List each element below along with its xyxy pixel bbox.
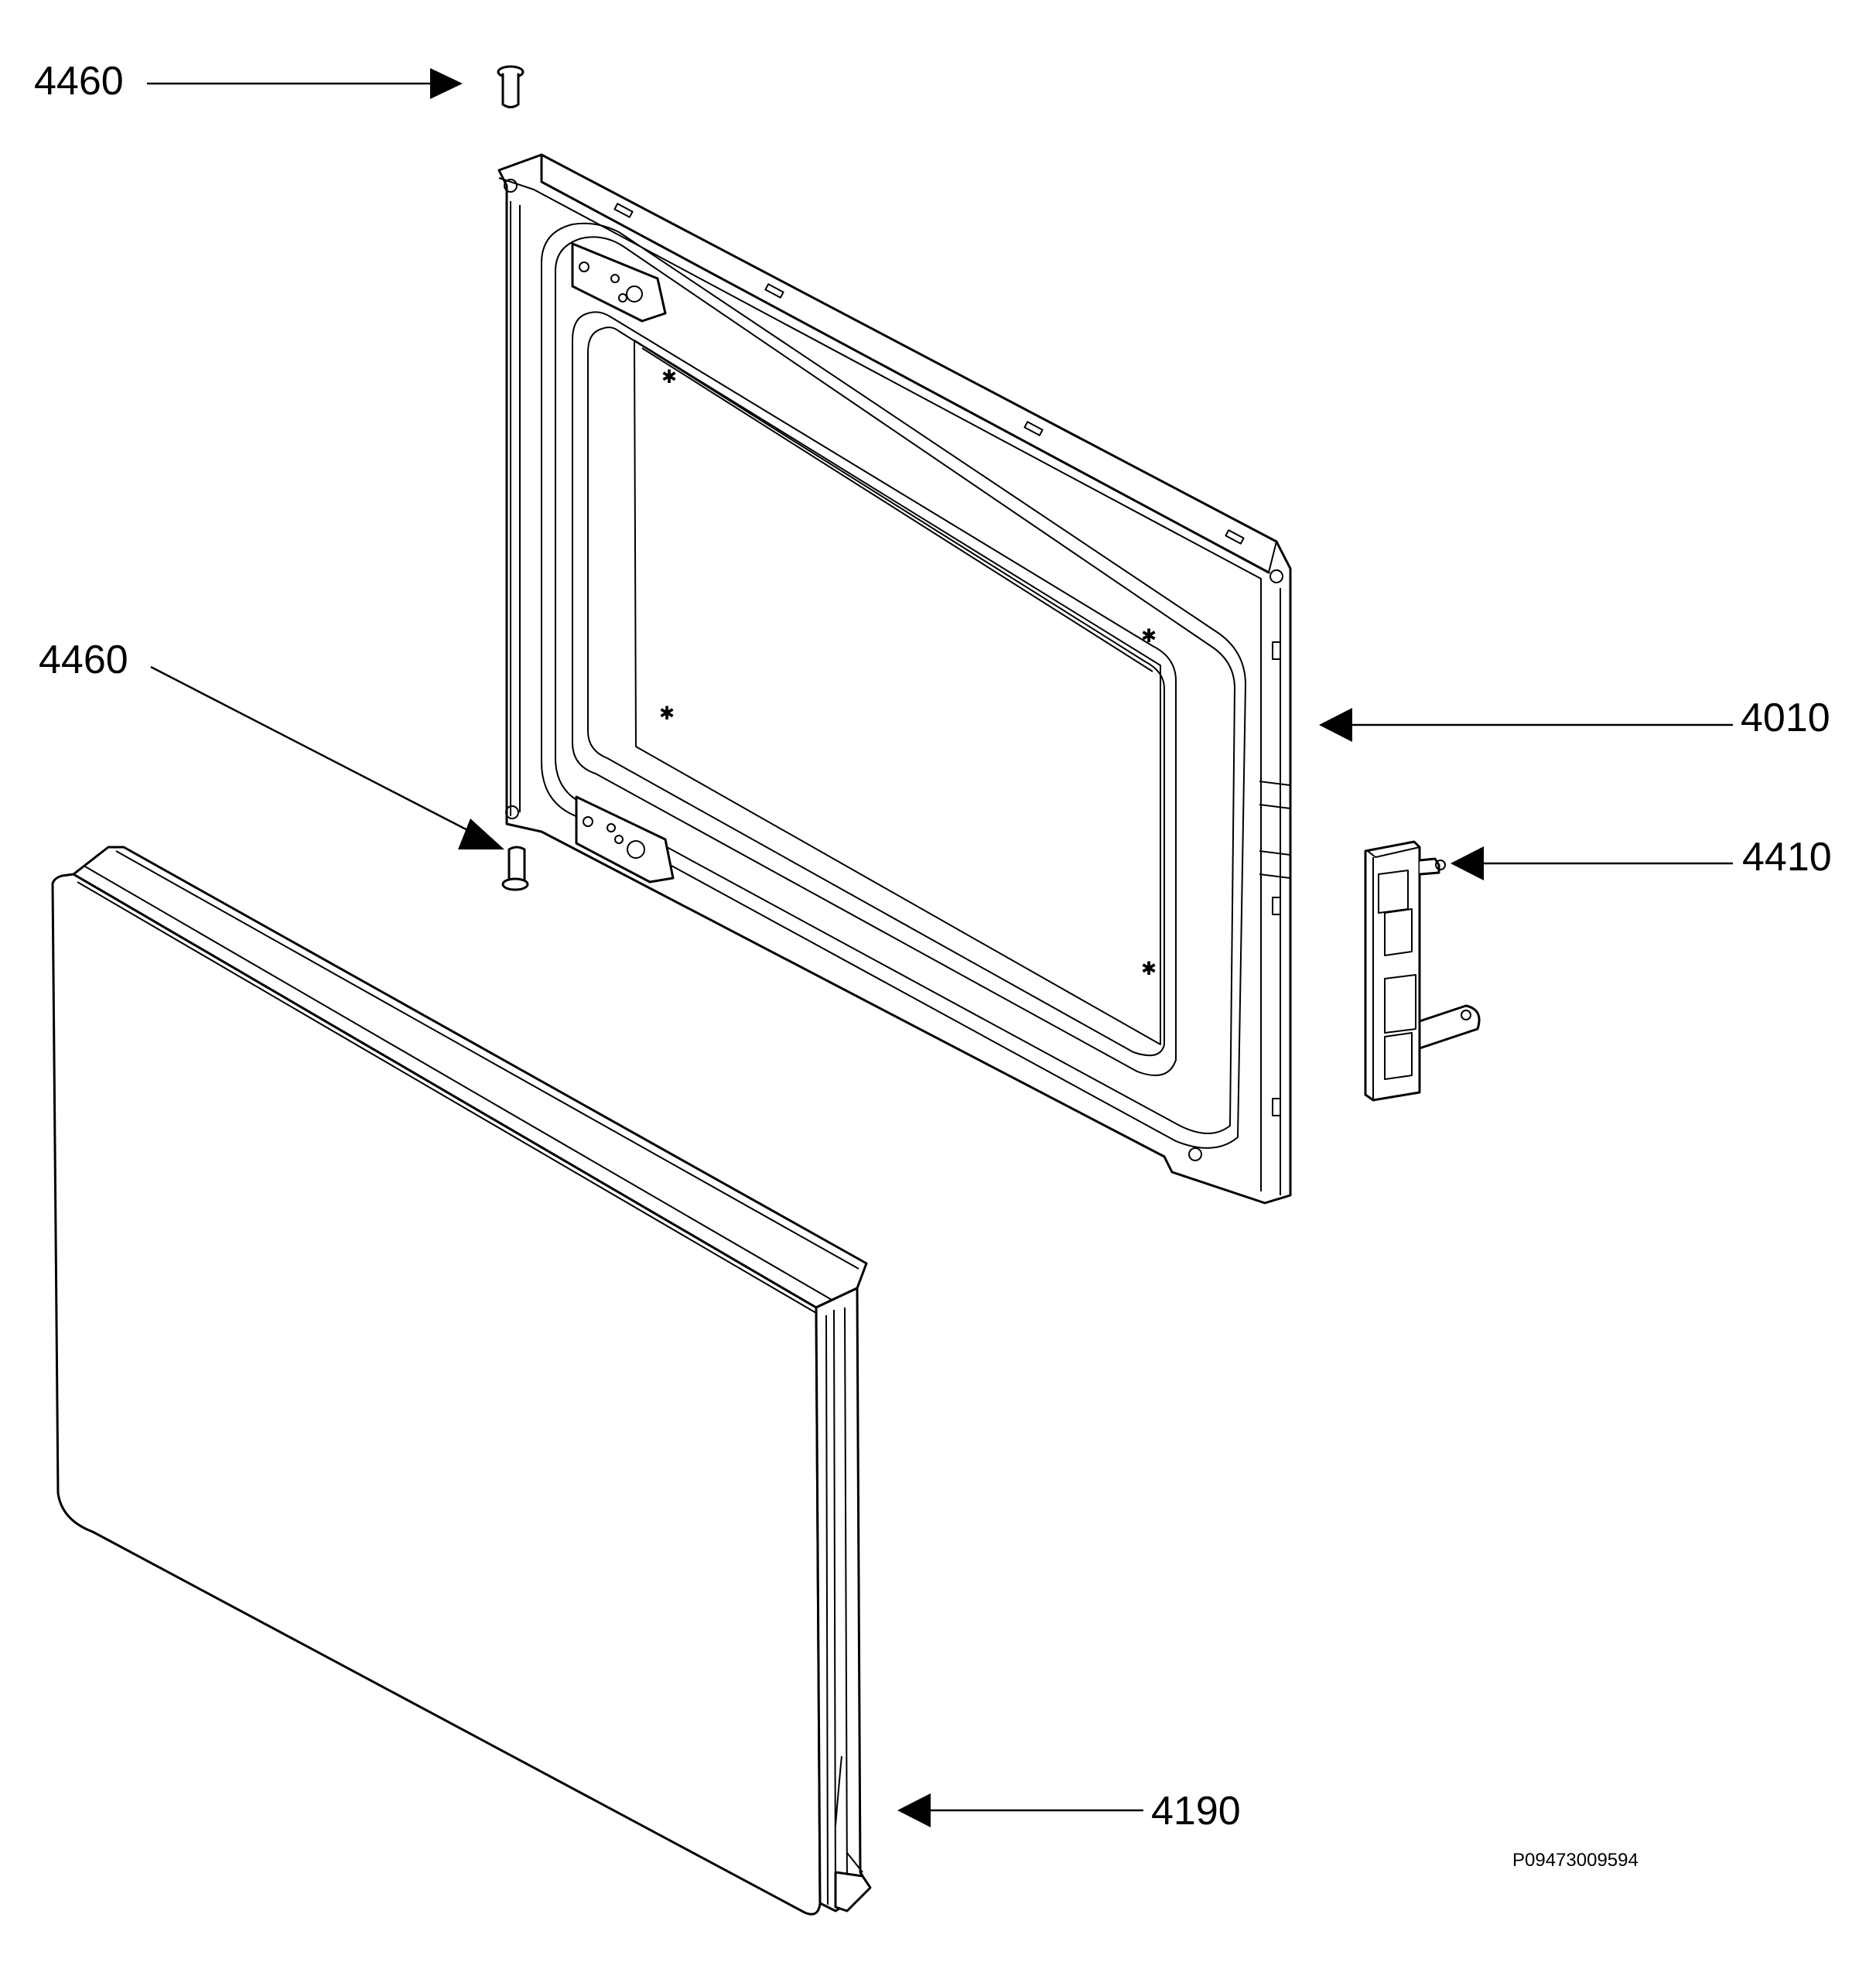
- svg-text:✱: ✱: [661, 367, 677, 388]
- callout-label-4010: 4010: [1741, 696, 1830, 740]
- svg-text:✱: ✱: [1141, 626, 1157, 647]
- glass-clip-marks: ✱ ✱ ✱ ✱: [659, 367, 1157, 979]
- callout-label-4460-top: 4460: [34, 59, 124, 104]
- callout-4190: 4190: [897, 1789, 1241, 1834]
- callout-4460-top: 4460: [34, 59, 463, 104]
- callout-4010: 4010: [1319, 696, 1830, 742]
- callout-label-4190: 4190: [1151, 1789, 1241, 1834]
- reference-code: P09473009594: [1512, 1850, 1639, 1871]
- svg-text:✱: ✱: [1141, 959, 1157, 979]
- hinge-bracket-4410: [1364, 840, 1481, 1102]
- door-panel-4190: [51, 846, 872, 1916]
- svg-text:✱: ✱: [659, 703, 675, 724]
- callout-label-4460-left: 4460: [39, 637, 128, 682]
- callout-label-4410: 4410: [1742, 835, 1832, 880]
- hinge-pin-top: [497, 65, 525, 108]
- hinge-pin-left: [501, 846, 529, 891]
- callout-4410: 4410: [1451, 835, 1832, 880]
- callout-4460-left: 4460: [39, 637, 504, 849]
- door-frame-4010: ✱ ✱ ✱ ✱: [497, 153, 1292, 1205]
